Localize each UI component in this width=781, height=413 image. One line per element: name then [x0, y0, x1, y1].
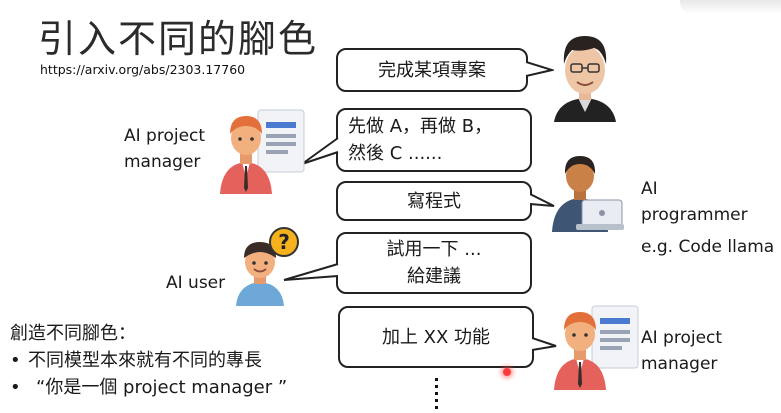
role-manager-left-line2: manager: [124, 152, 201, 172]
role-manager-right: AI project manager: [641, 325, 722, 377]
role-programmer: AI programmer e.g. Code llama: [641, 176, 774, 260]
human-presenter-icon: [554, 36, 616, 122]
manager-avatar-icon: [220, 109, 305, 194]
notes-bullet-1-text: 不同模型本來就有不同的專長: [28, 350, 262, 371]
speech-bubble-test: 試用一下 ... 給建議: [336, 232, 532, 294]
bubble-plan-text: 先做 A，再做 B， 然後 C ......: [348, 113, 492, 167]
continuation-dots: [435, 378, 439, 412]
role-programmer-example: e.g. Code llama: [641, 237, 775, 257]
speech-bubble-plan: 先做 A，再做 B， 然後 C ......: [336, 108, 532, 172]
bubble-test-line2: 給建議: [406, 266, 461, 287]
bubble-task-text: 完成某項專案: [378, 59, 486, 81]
bubble-tail: [530, 193, 555, 207]
bubble-test-line1: 試用一下 ...: [386, 239, 482, 260]
notes-heading: 創造不同腳色：: [10, 323, 136, 344]
role-manager-left: AI project manager: [124, 123, 205, 175]
bubble-tail: [532, 337, 557, 351]
notes-bullet-1: • 不同模型本來就有不同的專長: [10, 347, 287, 374]
svg-text:?: ?: [278, 230, 290, 254]
bubble-code-text: 寫程式: [407, 190, 461, 212]
bullet-dot: •: [10, 377, 21, 398]
role-programmer-line1: AI: [641, 179, 658, 199]
notes-block: 創造不同腳色： • 不同模型本來就有不同的專長 • “你是一個 project ma…: [10, 320, 287, 401]
manager-avatar-icon: [554, 305, 639, 390]
top-gradient-decoration: [680, 0, 781, 14]
role-user-label: AI user: [166, 273, 226, 293]
slide-title: 引入不同的腳色: [38, 17, 319, 61]
programmer-avatar-icon: [552, 156, 624, 232]
bubble-plan-line2: 然後 C ......: [348, 143, 443, 164]
role-manager-right-line2: manager: [641, 354, 718, 374]
bubble-plan-line1: 先做 A，再做 B，: [348, 116, 493, 137]
reference-link[interactable]: https://arxiv.org/abs/2303.17760: [40, 62, 246, 77]
notes-bullet-2: • “你是一個 project manager ”: [10, 374, 287, 401]
speech-bubble-code: 寫程式: [336, 181, 532, 221]
laser-pointer: [503, 368, 511, 376]
question-mark-icon: ?: [269, 227, 299, 257]
bubble-tail: [526, 61, 554, 77]
bubble-feature-text: 加上 XX 功能: [381, 326, 491, 348]
bubble-test-text: 試用一下 ... 給建議: [387, 236, 482, 290]
speech-bubble-task: 完成某項專案: [336, 48, 528, 92]
notes-bullet-2-text: “你是一個 project manager ”: [36, 377, 288, 398]
user-avatar-icon: [236, 242, 284, 306]
role-programmer-line2: programmer: [641, 205, 748, 225]
bubble-tail: [283, 263, 339, 281]
bullet-dot: •: [10, 350, 21, 371]
role-manager-left-line1: AI project: [124, 126, 206, 146]
role-user: AI user: [166, 270, 225, 296]
speech-bubble-feature: 加上 XX 功能: [338, 306, 534, 368]
role-manager-right-line1: AI project: [641, 328, 723, 348]
